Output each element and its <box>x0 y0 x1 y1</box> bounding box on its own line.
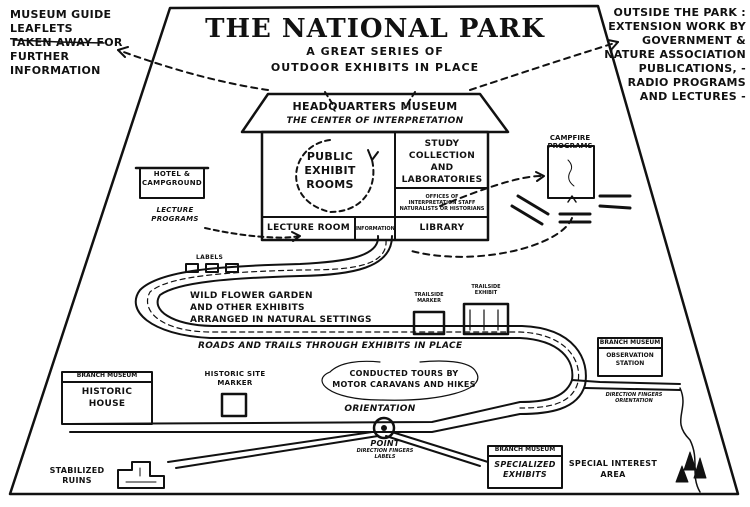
special-interest-label: SPECIAL INTEREST AREA <box>568 459 658 479</box>
stabilized-ruins-label: STABILIZED RUINS <box>49 466 105 485</box>
page-title: THE NATIONAL PARK <box>205 14 545 44</box>
road-inner <box>69 235 587 433</box>
historic-house <box>61 371 153 425</box>
trailside-marker <box>412 310 446 336</box>
specialized-exhibits-label: SPECIALIZED EXHIBITS <box>494 460 556 479</box>
hq-roof <box>240 92 510 134</box>
branch-museum-observation: BRANCH MUSEUM <box>599 339 661 346</box>
hq-title: HEADQUARTERS MUSEUM <box>292 100 458 113</box>
branch-museum-historic: BRANCH MUSEUM <box>76 372 138 379</box>
trailside-exhibit <box>462 302 510 336</box>
campfire-screen <box>547 145 595 199</box>
direction-fingers-orientation: DIRECTION FINGERS ORIENTATION <box>605 392 663 404</box>
specialized-exhibits <box>487 445 563 489</box>
offices-label: OFFICES OF INTERPRETATION STAFF NATURALI… <box>399 194 485 212</box>
trees <box>675 451 707 483</box>
park-boundary <box>8 4 740 496</box>
study-collection-label: STUDY COLLECTION AND LABORATORIES <box>401 139 483 185</box>
stabilized-ruins <box>117 461 165 489</box>
page-subtitle: A GREAT SERIES OF OUTDOOR EXHIBITS IN PL… <box>270 45 480 74</box>
leaflet-arrow <box>117 49 269 91</box>
conducted-tours-label: CONDUCTED TOURS BY MOTOR CARAVANS AND HI… <box>332 369 476 389</box>
hq-building <box>260 130 490 242</box>
direction-fingers-labels: DIRECTION FINGERS LABELS <box>356 448 414 460</box>
trailside-exhibit-label: TRAILSIDE EXHIBIT <box>471 284 501 296</box>
labels-label: LABELS <box>196 254 224 261</box>
observation-station <box>597 337 663 377</box>
orientation-label: ORIENTATION <box>344 404 416 414</box>
historic-house-label: HISTORIC HOUSE <box>81 387 133 409</box>
hotel-label: HOTEL & CAMPGROUND <box>141 170 203 187</box>
campfire-label: CAMPFIRE PROGRAMS <box>547 134 593 150</box>
lecture-programs-label: LECTURE PROGRAMS <box>151 206 199 223</box>
library-label: LIBRARY <box>419 223 465 233</box>
historic-site-marker <box>220 392 248 418</box>
roads-trails-label: ROADS AND TRAILS THROUGH EXHIBITS IN PLA… <box>198 341 463 351</box>
information-label: INFORMATION <box>355 226 395 232</box>
orientation-point <box>372 416 396 440</box>
wildflower-label: WILD FLOWER GARDEN AND OTHER EXHIBITS AR… <box>190 291 372 325</box>
trailside-marker-label: TRAILSIDE MARKER <box>414 292 444 304</box>
leaflets-note: MUSEUM GUIDE LEAFLETS TAKEN AWAY FOR FUR… <box>10 8 123 77</box>
outside-note: OUTSIDE THE PARK : EXTENSION WORK BY GOV… <box>604 6 746 103</box>
road-outer <box>69 235 574 425</box>
historic-site-marker-label: HISTORIC SITE MARKER <box>204 370 266 387</box>
hq-subtitle: THE CENTER OF INTERPRETATION <box>286 116 464 126</box>
observation-label: OBSERVATION STATION <box>606 352 654 367</box>
lecture-room-label: LECTURE ROOM <box>267 223 350 233</box>
point-label: POINT <box>370 439 400 448</box>
public-exhibit-label: PUBLIC EXHIBIT ROOMS <box>304 150 356 191</box>
branch-museum-specialized: BRANCH MUSEUM <box>494 446 556 453</box>
